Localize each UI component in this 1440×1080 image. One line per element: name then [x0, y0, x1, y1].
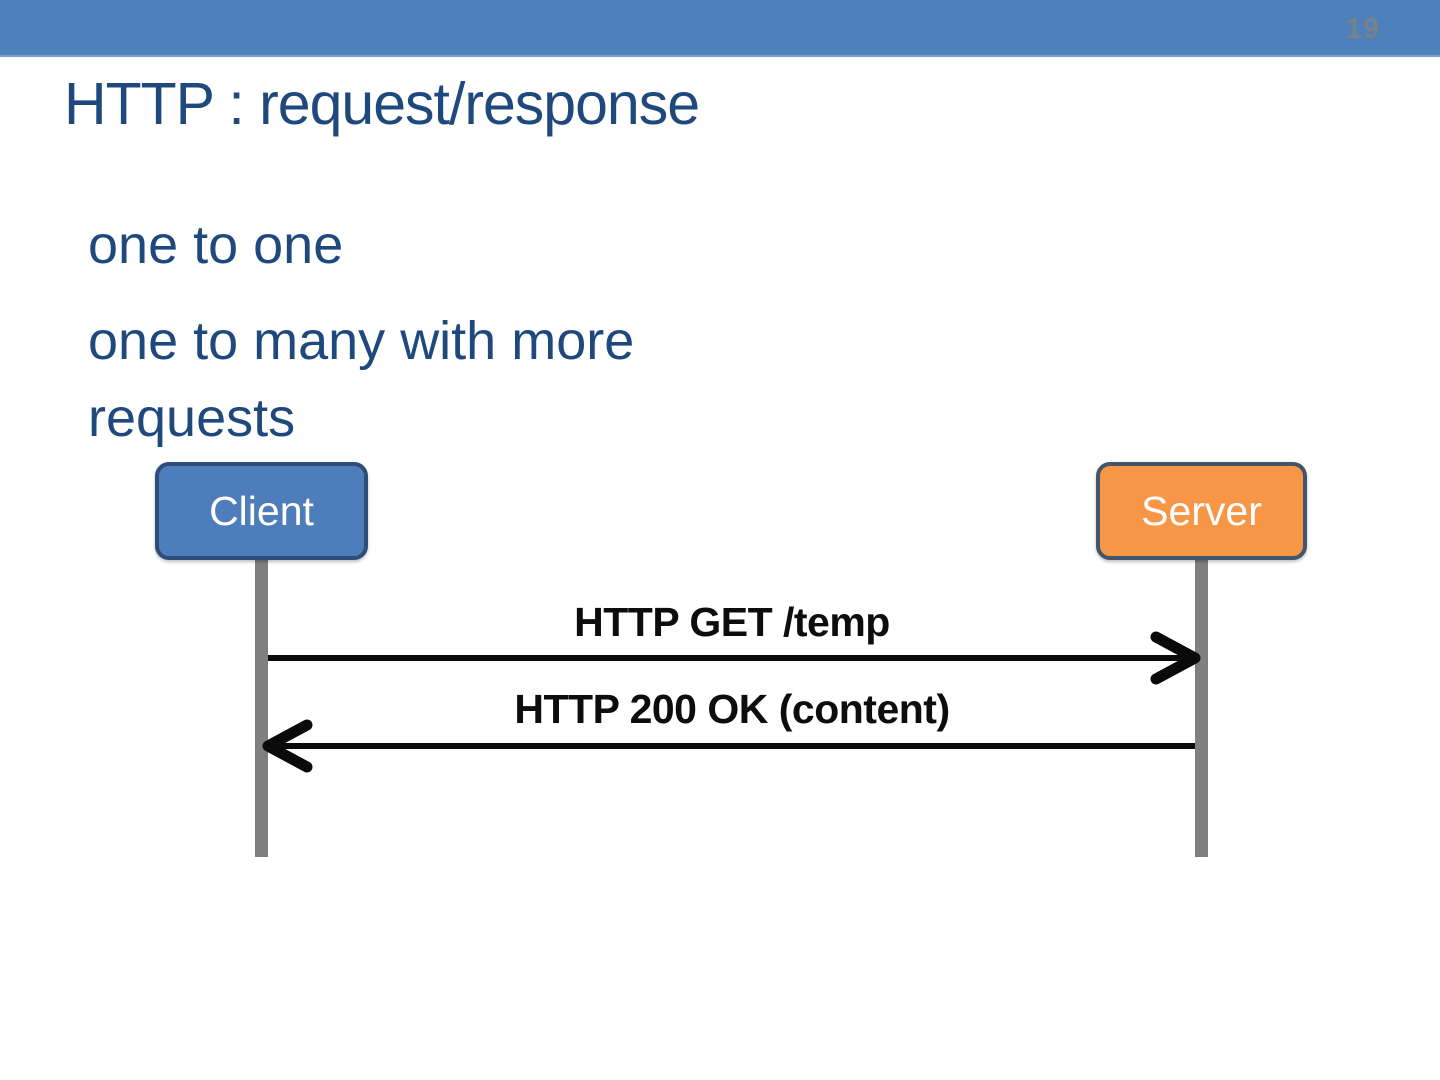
bullet-list: one to one one to many with more request… — [88, 207, 788, 476]
bullet-line-two: one to many with more requests — [88, 311, 635, 448]
top-bar: 19 — [0, 0, 1440, 57]
client-box-label: Client — [209, 487, 314, 534]
server-box-label: Server — [1141, 487, 1262, 534]
page-title: HTTP : request/response — [64, 71, 700, 137]
slide-number: 19 — [1345, 13, 1380, 45]
response-message-label: HTTP 200 OK (content) — [514, 686, 950, 732]
client-lifeline — [255, 559, 268, 857]
request-message-label: HTTP GET /temp — [574, 599, 890, 645]
client-box: Client — [155, 462, 368, 560]
bullet-line-one: one to one — [88, 215, 344, 275]
server-lifeline — [1195, 559, 1208, 857]
server-box: Server — [1096, 462, 1307, 560]
